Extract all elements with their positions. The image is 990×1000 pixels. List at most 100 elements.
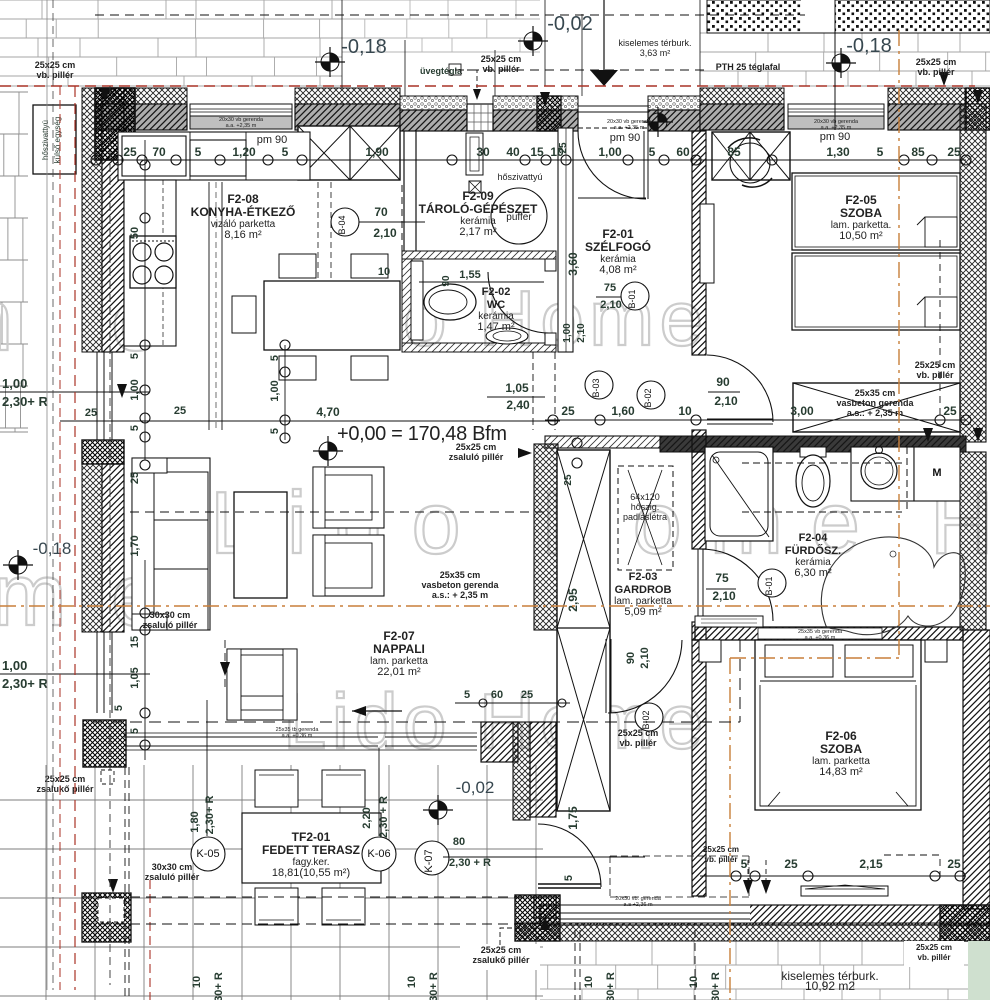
svg-text:kerámia: kerámia xyxy=(460,216,496,227)
svg-text:K-07: K-07 xyxy=(423,849,435,872)
svg-text:1,55: 1,55 xyxy=(459,269,480,281)
svg-text:10: 10 xyxy=(406,976,418,988)
svg-text:5: 5 xyxy=(877,145,884,159)
svg-text:70: 70 xyxy=(374,205,388,219)
svg-text:5: 5 xyxy=(563,875,575,881)
svg-text:85: 85 xyxy=(911,145,925,159)
svg-text:75: 75 xyxy=(604,282,616,294)
svg-text:B-01: B-01 xyxy=(764,576,774,595)
svg-text:B-01: B-01 xyxy=(627,289,637,308)
svg-text:5: 5 xyxy=(195,145,202,159)
svg-text:20x30 vb. gerenda: 20x30 vb. gerenda xyxy=(615,896,662,902)
svg-text:5: 5 xyxy=(129,353,141,359)
svg-text:2,10: 2,10 xyxy=(714,394,738,408)
svg-text:pm 90: pm 90 xyxy=(820,131,851,143)
svg-text:5: 5 xyxy=(282,145,289,159)
svg-text:vb. pillér: vb. pillér xyxy=(36,70,74,80)
svg-text:2,30 + R: 2,30 + R xyxy=(449,857,491,869)
svg-text:18,81(10,55 m²): 18,81(10,55 m²) xyxy=(272,867,350,879)
svg-text:90: 90 xyxy=(441,275,452,287)
svg-text:15: 15 xyxy=(530,145,544,159)
svg-text:1,00: 1,00 xyxy=(2,658,27,673)
svg-text:külső egység: külső egység xyxy=(53,117,62,164)
svg-text:1,80: 1,80 xyxy=(189,811,201,832)
svg-text:vb. pillér: vb. pillér xyxy=(482,64,520,74)
svg-text:25: 25 xyxy=(521,689,533,701)
svg-text:lam. parketta: lam. parketta xyxy=(614,596,672,607)
svg-text:70: 70 xyxy=(152,145,166,159)
svg-text:30: 30 xyxy=(476,145,490,159)
svg-text:25: 25 xyxy=(947,145,961,159)
svg-text:vasbeton gerenda: vasbeton gerenda xyxy=(836,398,914,408)
svg-text:1,20: 1,20 xyxy=(232,145,256,159)
svg-text:30+ R: 30+ R xyxy=(428,972,440,1000)
svg-text:vasbeton gerenda: vasbeton gerenda xyxy=(421,580,499,590)
svg-text:F2-01: F2-01 xyxy=(602,227,634,241)
svg-text:5: 5 xyxy=(269,428,281,434)
svg-text:F2-07: F2-07 xyxy=(383,629,415,643)
svg-text:4,70: 4,70 xyxy=(316,405,340,419)
svg-text:F2-05: F2-05 xyxy=(845,193,877,207)
svg-text:fagy.ker.: fagy.ker. xyxy=(292,857,329,868)
svg-text:hőszivattyú: hőszivattyú xyxy=(497,172,542,182)
svg-text:F2-03: F2-03 xyxy=(629,571,658,583)
svg-text:14,83 m²: 14,83 m² xyxy=(819,766,863,778)
svg-text:90: 90 xyxy=(716,375,730,389)
svg-text:vizáló parketta: vizáló parketta xyxy=(211,219,276,230)
svg-text:2,30 + R: 2,30 + R xyxy=(378,796,390,838)
svg-text:-0,18: -0,18 xyxy=(341,36,387,58)
svg-text:1,30: 1,30 xyxy=(826,145,850,159)
svg-text:vb. pillér: vb. pillér xyxy=(705,855,738,864)
svg-text:25: 25 xyxy=(563,474,574,486)
svg-text:puffer: puffer xyxy=(506,212,532,223)
svg-text:25: 25 xyxy=(943,404,957,418)
svg-text:vb. pillér: vb. pillér xyxy=(619,738,657,748)
svg-text:25x25 cm: 25x25 cm xyxy=(481,54,522,64)
svg-text:SZÉLFOGÓ: SZÉLFOGÓ xyxy=(585,239,651,254)
svg-text:FÜRDŐSZ.: FÜRDŐSZ. xyxy=(785,544,841,557)
svg-text:2,95: 2,95 xyxy=(566,588,580,612)
svg-text:lam. parketta.: lam. parketta. xyxy=(831,220,892,231)
svg-text:25: 25 xyxy=(561,404,575,418)
svg-text:30+ R: 30+ R xyxy=(213,972,225,1000)
svg-text:25x25 cm: 25x25 cm xyxy=(45,774,86,784)
svg-text:2,10: 2,10 xyxy=(373,226,397,240)
svg-text:vb. pillér: vb. pillér xyxy=(917,67,955,77)
svg-text:-0,02: -0,02 xyxy=(456,778,495,797)
svg-text:2,20: 2,20 xyxy=(361,807,373,828)
svg-text:25x25 cm: 25x25 cm xyxy=(916,57,957,67)
svg-text:kerámia: kerámia xyxy=(795,557,831,568)
svg-text:60: 60 xyxy=(491,689,503,701)
svg-text:25x25 cm: 25x25 cm xyxy=(703,845,739,854)
svg-text:25: 25 xyxy=(85,407,97,419)
svg-text:3,60: 3,60 xyxy=(566,252,580,276)
svg-text:25: 25 xyxy=(784,857,798,871)
svg-text:5: 5 xyxy=(464,689,470,701)
svg-text:2,30+ R: 2,30+ R xyxy=(204,796,216,835)
svg-text:a.s.: + 2,35 m: a.s.: + 2,35 m xyxy=(847,408,903,418)
svg-text:5: 5 xyxy=(113,705,125,711)
svg-text:3,63 m²: 3,63 m² xyxy=(640,48,671,58)
svg-text:1,00: 1,00 xyxy=(269,380,281,401)
svg-text:5: 5 xyxy=(269,355,281,361)
svg-text:25x35 cm: 25x35 cm xyxy=(440,570,481,580)
svg-text:25x25 cm: 25x25 cm xyxy=(618,728,659,738)
svg-text:3,00: 3,00 xyxy=(790,404,814,418)
svg-text:F2-02: F2-02 xyxy=(482,286,511,298)
svg-text:30+ R: 30+ R xyxy=(710,972,722,1000)
svg-text:vb. pillér: vb. pillér xyxy=(918,953,951,962)
svg-text:+0,00 = 170,48 Bfm: +0,00 = 170,48 Bfm xyxy=(337,423,507,445)
svg-text:40: 40 xyxy=(506,145,520,159)
svg-text:25x25 cm: 25x25 cm xyxy=(481,945,522,955)
svg-text:8,16 m²: 8,16 m² xyxy=(224,229,262,241)
svg-text:padláslétra: padláslétra xyxy=(623,512,667,522)
svg-text:60: 60 xyxy=(676,145,690,159)
svg-text:zsaluló pillér: zsaluló pillér xyxy=(145,872,200,882)
svg-text:50: 50 xyxy=(129,227,141,239)
svg-text:kiselemes térburk.: kiselemes térburk. xyxy=(618,38,691,48)
svg-text:2,10: 2,10 xyxy=(600,299,621,311)
svg-text:25x35 vb gerenda: 25x35 vb gerenda xyxy=(798,629,843,635)
svg-text:zsalukő pillér: zsalukő pillér xyxy=(36,784,94,794)
svg-text:WC: WC xyxy=(487,299,505,311)
svg-text:25x35 cm: 25x35 cm xyxy=(855,388,896,398)
